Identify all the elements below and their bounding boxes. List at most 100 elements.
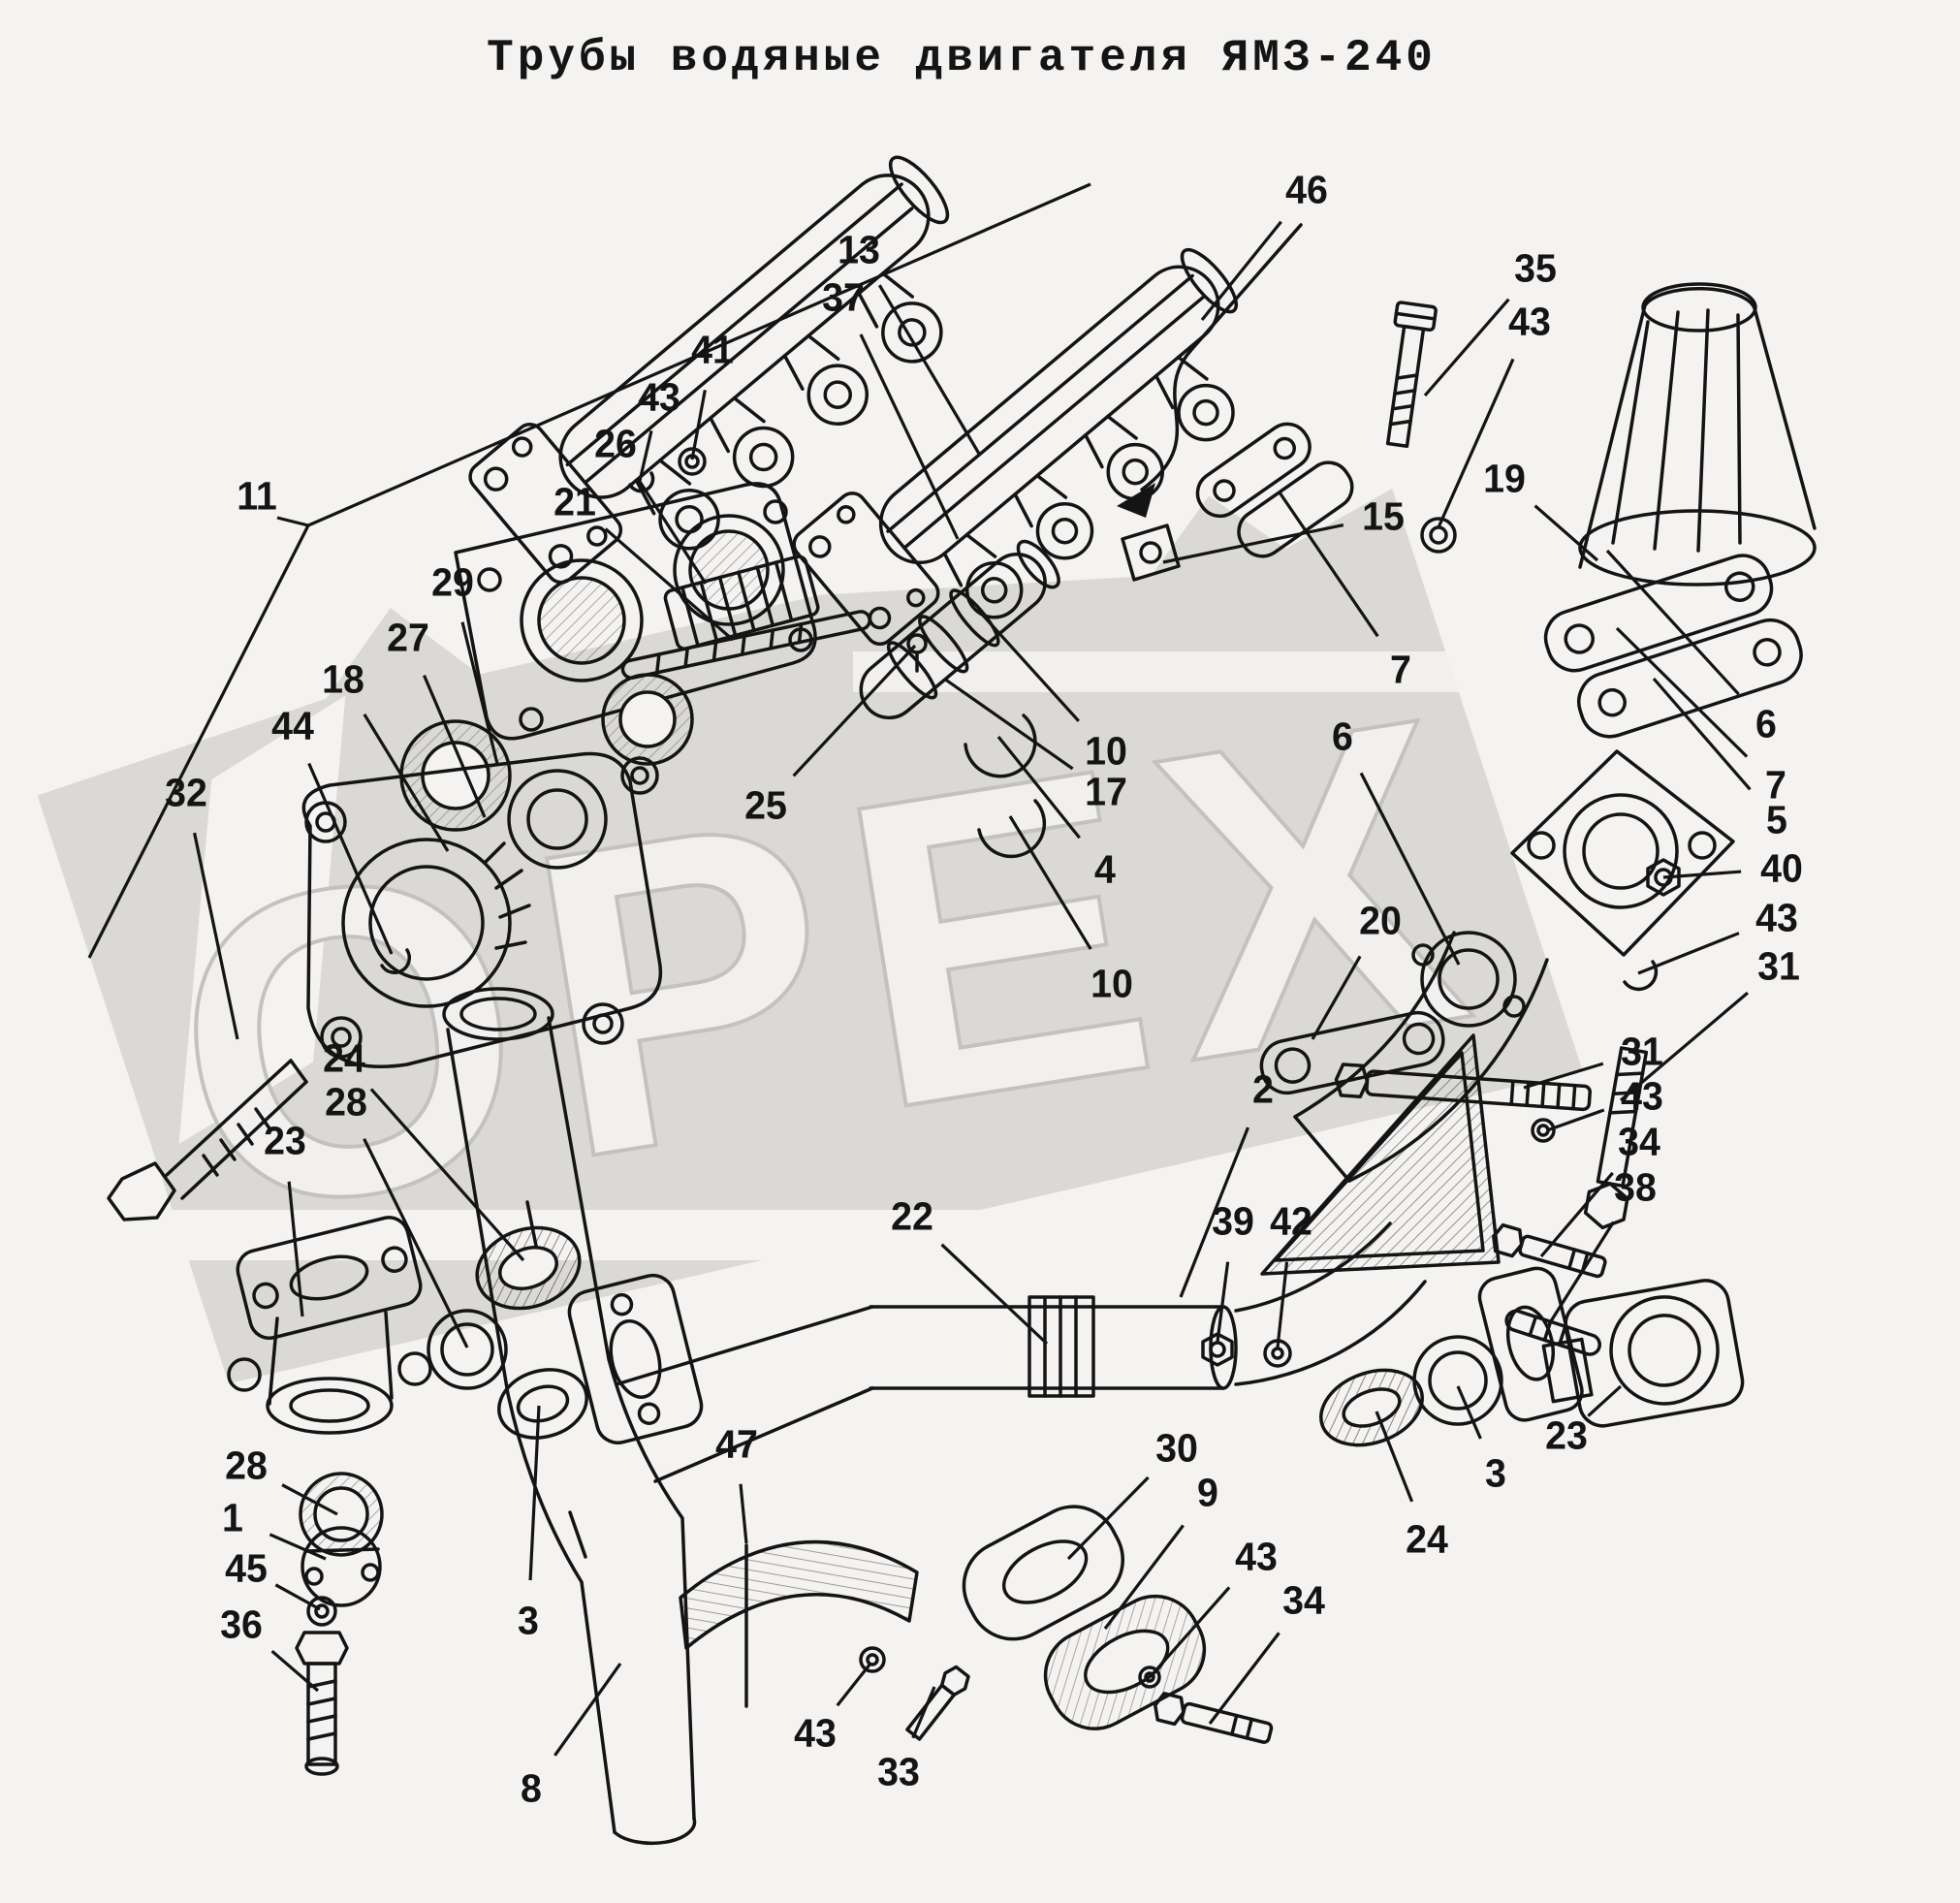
- leader-line-43-6: [638, 430, 653, 482]
- part-callout-47-54: 47: [715, 1421, 758, 1467]
- gasket-24-left: [475, 1225, 582, 1311]
- pipe-22: [869, 1221, 1427, 1398]
- gasket-24-right: [1319, 1368, 1424, 1447]
- part-callout-27-13: 27: [387, 615, 429, 660]
- part-callout-20-29: 20: [1359, 898, 1402, 943]
- leader-line-10-30: [1008, 815, 1092, 950]
- gasket-3-left: [497, 1368, 588, 1440]
- leader-line-35-3: [1423, 298, 1510, 397]
- watermark-banner: [37, 488, 1583, 1384]
- part-callout-7-16: 7: [1390, 647, 1411, 692]
- gasket-6: [1411, 931, 1526, 1028]
- leader-line-20-29: [1311, 955, 1362, 1040]
- part-callout-24-44: 24: [1406, 1516, 1448, 1562]
- leader-line-34-48: [1208, 1632, 1280, 1725]
- coupling-pipe: [859, 539, 1060, 720]
- leader-line-15-11: [1162, 523, 1344, 564]
- leader-line-42-38: [1276, 1261, 1289, 1348]
- leader-line-32-19: [193, 832, 239, 1040]
- part-callout-32-19: 32: [165, 770, 207, 815]
- part-callout-19-10: 19: [1483, 456, 1526, 501]
- leader-line-26-7: [636, 477, 708, 585]
- page-title: Трубы водяные двигателя ЯМЗ-240: [487, 33, 1437, 83]
- part-callout-31-31: 31: [1621, 1029, 1663, 1074]
- part-callout-43-56: 43: [794, 1710, 837, 1756]
- leader-line-18-14: [363, 714, 450, 852]
- part-callout-43-32: 43: [1621, 1073, 1663, 1119]
- leader-line-7-16: [1278, 492, 1379, 638]
- part-callout-3-53: 3: [518, 1598, 539, 1643]
- part-callout-4-26: 4: [1094, 846, 1116, 892]
- leader-line-43-4: [1437, 358, 1515, 528]
- collar-28-upper: [427, 1309, 508, 1390]
- leader-line-28-49: [281, 1483, 338, 1516]
- leader-line-10-22: [975, 607, 1081, 722]
- leader-line-30-45: [1066, 1475, 1150, 1561]
- arrow-46: [1117, 223, 1303, 518]
- leader-line-31-31: [1523, 1062, 1604, 1090]
- leader-line-37-2: [859, 333, 960, 540]
- flange-stack: [1543, 554, 1803, 739]
- y-pipe-8: [442, 987, 874, 1846]
- part-callout-23-42: 23: [1545, 1412, 1588, 1458]
- part-callout-11-8: 11: [237, 473, 277, 519]
- part-callout-43-27: 43: [1755, 895, 1798, 940]
- part-callout-2-33: 2: [1252, 1066, 1274, 1112]
- leader-line-43-32: [1546, 1108, 1605, 1132]
- leader-line-4-26: [996, 735, 1081, 840]
- leader-line-38-35: [1547, 1221, 1615, 1325]
- water-manifold-right: [792, 247, 1239, 647]
- leader-line-13-1: [877, 284, 981, 455]
- leader-line-17-23: [943, 677, 1074, 771]
- part-callout-24-39: 24: [323, 1035, 365, 1081]
- ring-stack: [399, 673, 694, 870]
- part-callout-42-38: 42: [1270, 1198, 1312, 1244]
- fitting-23-left: [227, 1216, 432, 1435]
- bracket-15: [1121, 523, 1181, 582]
- flange-1: [300, 1526, 382, 1607]
- leader-line-33-57: [911, 1686, 936, 1739]
- part-callout-13-1: 13: [838, 227, 880, 272]
- part-callout-22-36: 22: [891, 1193, 933, 1239]
- part-callout-5-21: 5: [1766, 797, 1787, 842]
- leader-line-29-12: [460, 621, 499, 765]
- leader-line-31-28: [1619, 991, 1749, 1102]
- leader-line-27-13: [423, 674, 487, 818]
- leader-line-44-15: [307, 762, 394, 955]
- part-callout-28-40: 28: [325, 1079, 367, 1125]
- leader-line-8-55: [553, 1663, 622, 1757]
- part-callout-3-43: 3: [1485, 1450, 1506, 1496]
- part-callout-41-5: 41: [691, 327, 734, 372]
- part-callout-40-25: 40: [1760, 845, 1803, 891]
- leader-line-25-24: [792, 644, 917, 777]
- stud-21: [620, 610, 871, 680]
- leader-line-45-51: [274, 1583, 321, 1611]
- clip-44: [380, 948, 411, 975]
- snap-ring-4: [964, 714, 1037, 778]
- part-callout-26-7: 26: [594, 421, 637, 466]
- part-callout-28-49: 28: [225, 1443, 268, 1488]
- part-callout-21-9: 21: [553, 479, 596, 524]
- part-callout-36-52: 36: [220, 1602, 263, 1647]
- leader-line-3-53: [528, 1405, 541, 1581]
- bolt-32: [107, 1059, 308, 1221]
- flange-plate-center: [567, 1273, 704, 1444]
- bolt-31-vertical: [1583, 1046, 1649, 1230]
- plug-43-bottom: [859, 1646, 886, 1673]
- leader-line-43-27: [1637, 932, 1740, 975]
- leader-line-5-21: [1652, 677, 1752, 791]
- part-callout-17-23: 17: [1085, 769, 1127, 814]
- flange-30: [962, 1505, 1125, 1641]
- leader-line-41-5: [690, 390, 707, 460]
- collector-body: [301, 751, 663, 1069]
- part-callout-30-45: 30: [1155, 1425, 1198, 1471]
- part-callout-18-14: 18: [322, 656, 364, 702]
- leader-line-22-36: [940, 1243, 1049, 1346]
- part-callout-33-57: 33: [877, 1749, 920, 1794]
- part-callout-25-24: 25: [744, 782, 787, 828]
- part-callout-34-34: 34: [1618, 1119, 1660, 1164]
- part-callout-29-12: 29: [431, 559, 474, 605]
- leader-line-19-10: [1533, 504, 1599, 562]
- leader-line-9-46: [1103, 1524, 1185, 1630]
